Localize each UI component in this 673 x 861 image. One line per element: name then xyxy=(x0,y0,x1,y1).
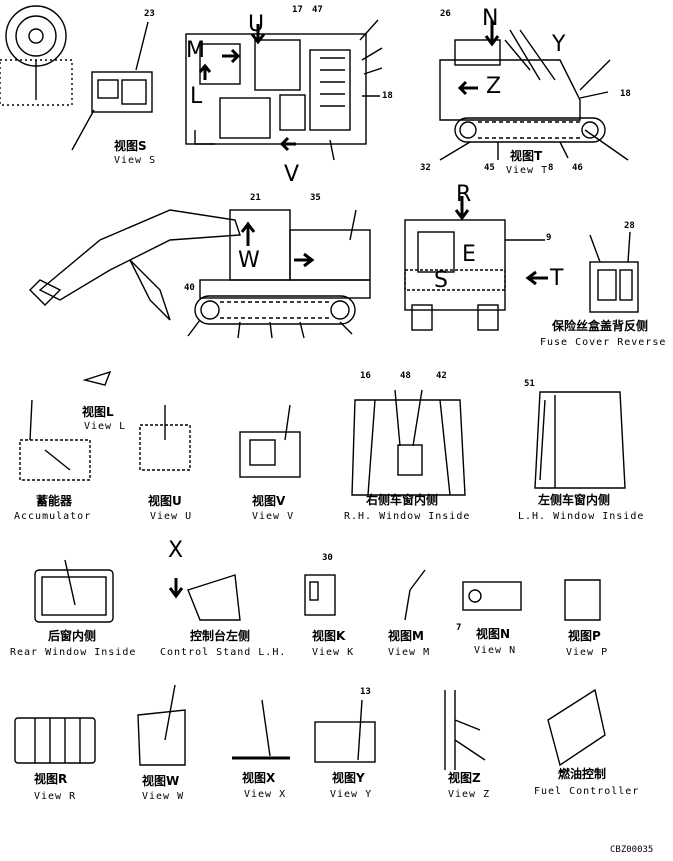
caption-view-z-cn: 视图Z xyxy=(448,771,481,785)
drawing-code: CBZ00035 xyxy=(610,845,654,855)
caption-view-u-cn: 视图U xyxy=(148,494,182,508)
part-number: 28 xyxy=(624,221,635,231)
part-number: 35 xyxy=(310,193,321,203)
caption-view-u-en: View U xyxy=(150,511,193,522)
caption-view-w-en: View W xyxy=(142,791,185,802)
window-inside-details xyxy=(351,389,626,496)
part-number: 42 xyxy=(436,371,447,381)
caption-view-v-en: View V xyxy=(252,511,295,522)
view-letter-e: E xyxy=(462,242,476,267)
caption-view-t-cn: 视图T xyxy=(510,149,543,163)
part-number: 9 xyxy=(546,233,552,243)
caption-accumulator-cn: 蓄能器 xyxy=(36,494,73,508)
view-u-and-view-v xyxy=(139,404,301,478)
caption-view-s-cn: 视图S xyxy=(114,139,147,153)
caption-view-r-en: View R xyxy=(34,791,77,802)
part-number: 48 xyxy=(400,371,411,381)
view-letter-s: S xyxy=(434,268,448,293)
part-number: 7 xyxy=(456,623,462,633)
part-number: 18 xyxy=(382,91,393,101)
view-letter-t: T xyxy=(550,266,564,291)
view-letter-y: Y xyxy=(552,32,566,57)
caption-view-y-cn: 视图Y xyxy=(332,771,365,785)
caption-view-r-cn: 视图R xyxy=(34,772,68,786)
part-number: 23 xyxy=(144,9,155,19)
caption-view-t-en: View T xyxy=(506,165,549,176)
part-number: 16 xyxy=(360,371,371,381)
caption-view-p-en: View P xyxy=(566,647,609,658)
caption-view-s-en: View S xyxy=(114,155,157,166)
part-number: 46 xyxy=(572,163,583,173)
caption-control-stand-cn: 控制台左侧 xyxy=(190,629,251,643)
part-number: 8 xyxy=(548,163,554,173)
view-letter-z: Z xyxy=(486,74,502,99)
view-letter-u: U xyxy=(248,12,265,37)
caption-view-z-en: View Z xyxy=(448,789,491,800)
bottom-detail-views xyxy=(14,559,606,770)
view-letter-x: X xyxy=(168,538,184,563)
view-letter-m: M xyxy=(186,38,205,63)
caption-rh-window-en: R.H. Window Inside xyxy=(344,511,471,522)
caption-fuel-controller-en: Fuel Controller xyxy=(534,786,640,797)
machine-side-view xyxy=(439,20,629,161)
caption-view-m-en: View M xyxy=(388,647,431,658)
caption-view-w-cn: 视图W xyxy=(142,774,180,788)
part-number: 13 xyxy=(360,687,371,697)
view-s-label-plate xyxy=(71,21,153,151)
caption-accumulator-en: Accumulator xyxy=(14,511,92,522)
caption-fuse-cover-en: Fuse Cover Reverse xyxy=(540,337,667,348)
machine-front-view xyxy=(404,196,548,331)
view-letter-l: L xyxy=(190,84,203,109)
part-number: 51 xyxy=(524,379,535,389)
part-number: 30 xyxy=(322,553,333,563)
caption-view-m-cn: 视图M xyxy=(388,629,424,643)
part-number: 47 xyxy=(312,5,323,15)
view-letter-w: W xyxy=(238,248,260,273)
part-number: 40 xyxy=(184,283,195,293)
part-number: 18 xyxy=(620,89,631,99)
part-number: 17 xyxy=(292,5,303,15)
caption-view-l-cn: 视图L xyxy=(82,405,114,419)
view-letter-r: R xyxy=(456,182,472,207)
caption-view-p-cn: 视图P xyxy=(568,629,601,643)
caption-lh-window-cn: 左侧车窗内侧 xyxy=(538,493,611,507)
caption-view-l-en: View L xyxy=(84,421,127,432)
caption-view-y-en: View Y xyxy=(330,789,373,800)
caption-view-x-cn: 视图X xyxy=(242,771,276,785)
caption-view-n-en: View N xyxy=(474,645,517,656)
part-number: 26 xyxy=(440,9,451,19)
caption-view-k-cn: 视图K xyxy=(312,629,346,643)
caption-view-n-cn: 视图N xyxy=(476,627,511,641)
part-number: 45 xyxy=(484,163,495,173)
caption-view-k-en: View K xyxy=(312,647,355,658)
view-letter-v: V xyxy=(284,162,300,187)
upper-structure-top-view xyxy=(185,19,383,161)
view-letter-n: N xyxy=(482,6,499,31)
part-number: 32 xyxy=(420,163,431,173)
view-l-and-accumulator xyxy=(19,370,112,481)
wheel-detail xyxy=(0,5,73,106)
caption-rear-window-en: Rear Window Inside xyxy=(10,647,137,658)
fuse-cover-detail xyxy=(589,231,639,313)
caption-control-stand-en: Control Stand L.H. xyxy=(160,647,287,658)
caption-lh-window-en: L.H. Window Inside xyxy=(518,511,645,522)
part-number: 21 xyxy=(250,193,261,203)
excavator-side-view xyxy=(29,209,371,339)
caption-view-v-cn: 视图V xyxy=(252,494,286,508)
caption-fuel-controller-cn: 燃油控制 xyxy=(558,767,607,781)
caption-rear-window-cn: 后窗内侧 xyxy=(48,629,97,643)
caption-fuse-cover-cn: 保险丝盒盖背反侧 xyxy=(552,319,649,333)
caption-view-x-en: View X xyxy=(244,789,287,800)
caption-rh-window-cn: 右侧车窗内侧 xyxy=(366,493,439,507)
